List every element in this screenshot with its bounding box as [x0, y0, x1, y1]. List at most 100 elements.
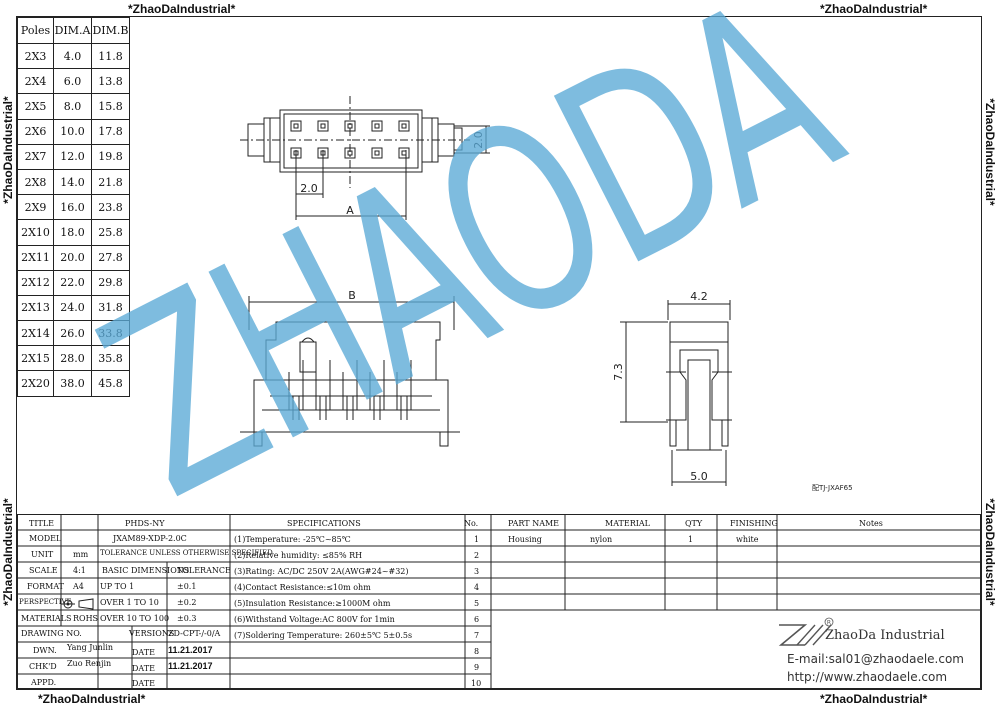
dim-b-cell: 33.8	[91, 320, 130, 347]
chkd-date: 11.21.2017	[168, 661, 213, 671]
company-website[interactable]: http://www.zhaodaele.com	[787, 670, 948, 684]
brand-top-right: *ZhaoDaIndustrial*	[820, 2, 928, 16]
poles-cell: 2X13	[17, 294, 54, 322]
projection-symbol-icon	[61, 598, 94, 610]
side-view	[620, 300, 732, 486]
dim-a-cell: 10.0	[53, 118, 92, 145]
dim-a-cell: 24.0	[53, 294, 92, 322]
part-code-label: 配TJ-JXAF65	[812, 484, 853, 492]
header-poles: Poles	[17, 17, 54, 44]
dim-b-cell: 35.8	[91, 345, 130, 372]
range-2: OVER 1 TO 10	[100, 598, 159, 607]
dim-a-cell: 4.0	[53, 42, 92, 70]
materials-value: ROHS	[73, 614, 99, 623]
title-block-grid	[17, 514, 981, 689]
dwn-date: 11.21.2017	[168, 645, 213, 655]
pitch-h-label: 2.0	[300, 182, 318, 195]
qty-header: QTY	[685, 519, 703, 528]
dwn-label: DWN.	[33, 646, 57, 655]
spec-number: 4	[474, 583, 480, 592]
pin-cavity	[398, 147, 410, 159]
spec-number: 2	[474, 551, 480, 560]
poles-cell: 2X6	[17, 118, 54, 145]
company-email[interactable]: E-mail:sal01@zhaodaele.com	[787, 652, 964, 666]
pin-contact	[320, 123, 326, 129]
spec-number: 1	[474, 535, 480, 544]
dim-b-cell: 13.8	[91, 68, 130, 95]
zhaoda-logo-icon: R	[778, 617, 834, 646]
tol-2: ±0.2	[177, 598, 197, 607]
basic-dimensions: BASIC DIMENSIONS	[102, 566, 190, 575]
poles-cell: 2X15	[17, 345, 54, 372]
pin-contact	[401, 123, 407, 129]
spec-number: 5	[474, 599, 480, 608]
appd-date-label: DATE	[132, 679, 155, 688]
pin-contact	[374, 150, 380, 156]
front-view	[240, 296, 460, 447]
dimension-table-header: Poles DIM.A DIM.B	[17, 17, 130, 44]
title-block: TITLE PHDS-NY MODEL JXAM89-XDP-2.0C UNIT…	[17, 514, 981, 689]
appd-label: APPD.	[31, 678, 57, 687]
dim-b-label: B	[348, 289, 356, 302]
unit-value: mm	[73, 550, 89, 559]
scale-value: 4:1	[73, 566, 86, 575]
chkd-value: Zuo Renjin	[67, 659, 112, 668]
pitch-v-label: 2.0	[472, 131, 485, 149]
poles-cell: 2X3	[17, 42, 54, 70]
pin-cavity	[371, 147, 383, 159]
spec-line: (6)Withstand Voltage:AC 800V for 1min	[234, 615, 395, 624]
header-dim-b: DIM.B	[91, 17, 130, 44]
title-value: PHDS-NY	[125, 519, 165, 528]
dim-b-cell: 21.8	[91, 168, 130, 196]
poles-cell: 2X12	[17, 269, 54, 296]
pin-cavity	[290, 120, 302, 132]
qty-value: 1	[688, 535, 694, 544]
range-1: UP TO 1	[100, 582, 135, 591]
spec-line: (2)Relative humidity: ≤85% RH	[234, 551, 363, 560]
dim-b-cell: 23.8	[91, 194, 130, 221]
range-3: OVER 10 TO 100	[100, 614, 170, 623]
dim-a-cell: 28.0	[53, 345, 92, 372]
spec-number: 3	[474, 567, 480, 576]
scale-label: SCALE	[29, 566, 58, 575]
versions-value: ZD-CPT-/-0/A	[168, 629, 221, 638]
brand-bottom-right: *ZhaoDaIndustrial*	[820, 692, 928, 706]
pin-cavity	[398, 120, 410, 132]
dim-a-cell: 22.0	[53, 269, 92, 296]
spec-line: (4)Contact Resistance:≤10m ohm	[234, 583, 371, 592]
dim-a-label: A	[346, 204, 354, 217]
company-name: ZhaoDa Industrial	[825, 628, 945, 643]
dimension-labels: A 2.0 2.0 B 4.2 7.3 5.0 配TJ-JXAF65	[300, 131, 852, 492]
top-view	[240, 96, 490, 220]
material-value: nylon	[590, 535, 613, 544]
dim-a-cell: 20.0	[53, 244, 92, 271]
format-value: A4	[73, 582, 84, 591]
drawing-frame	[16, 16, 982, 690]
format-label: FORMAT	[27, 582, 64, 591]
spec-number: 7	[474, 631, 480, 640]
dwn-value: Yang Junlin	[67, 643, 114, 652]
svg-text:R: R	[827, 620, 831, 627]
finishing-header: FINISHING	[730, 519, 778, 528]
finishing-value: white	[736, 535, 759, 544]
spec-line: (5)Insulation Resistance:≥1000M ohm	[234, 599, 391, 608]
spec-line: (3)Rating: AC/DC 250V 2A(AWG#24~#32)	[234, 567, 409, 576]
dim-a-cell: 26.0	[53, 320, 92, 347]
dim-b-cell: 25.8	[91, 219, 130, 246]
chkd-label: CHK'D	[29, 662, 57, 671]
brand-bottom-left: *ZhaoDaIndustrial*	[38, 692, 146, 706]
versions-label: VERSIONS	[129, 629, 175, 638]
dim-b-cell: 45.8	[91, 370, 130, 397]
dim-b-cell: 15.8	[91, 93, 130, 120]
pin-cavity	[371, 120, 383, 132]
side-height-label: 7.3	[612, 363, 625, 381]
